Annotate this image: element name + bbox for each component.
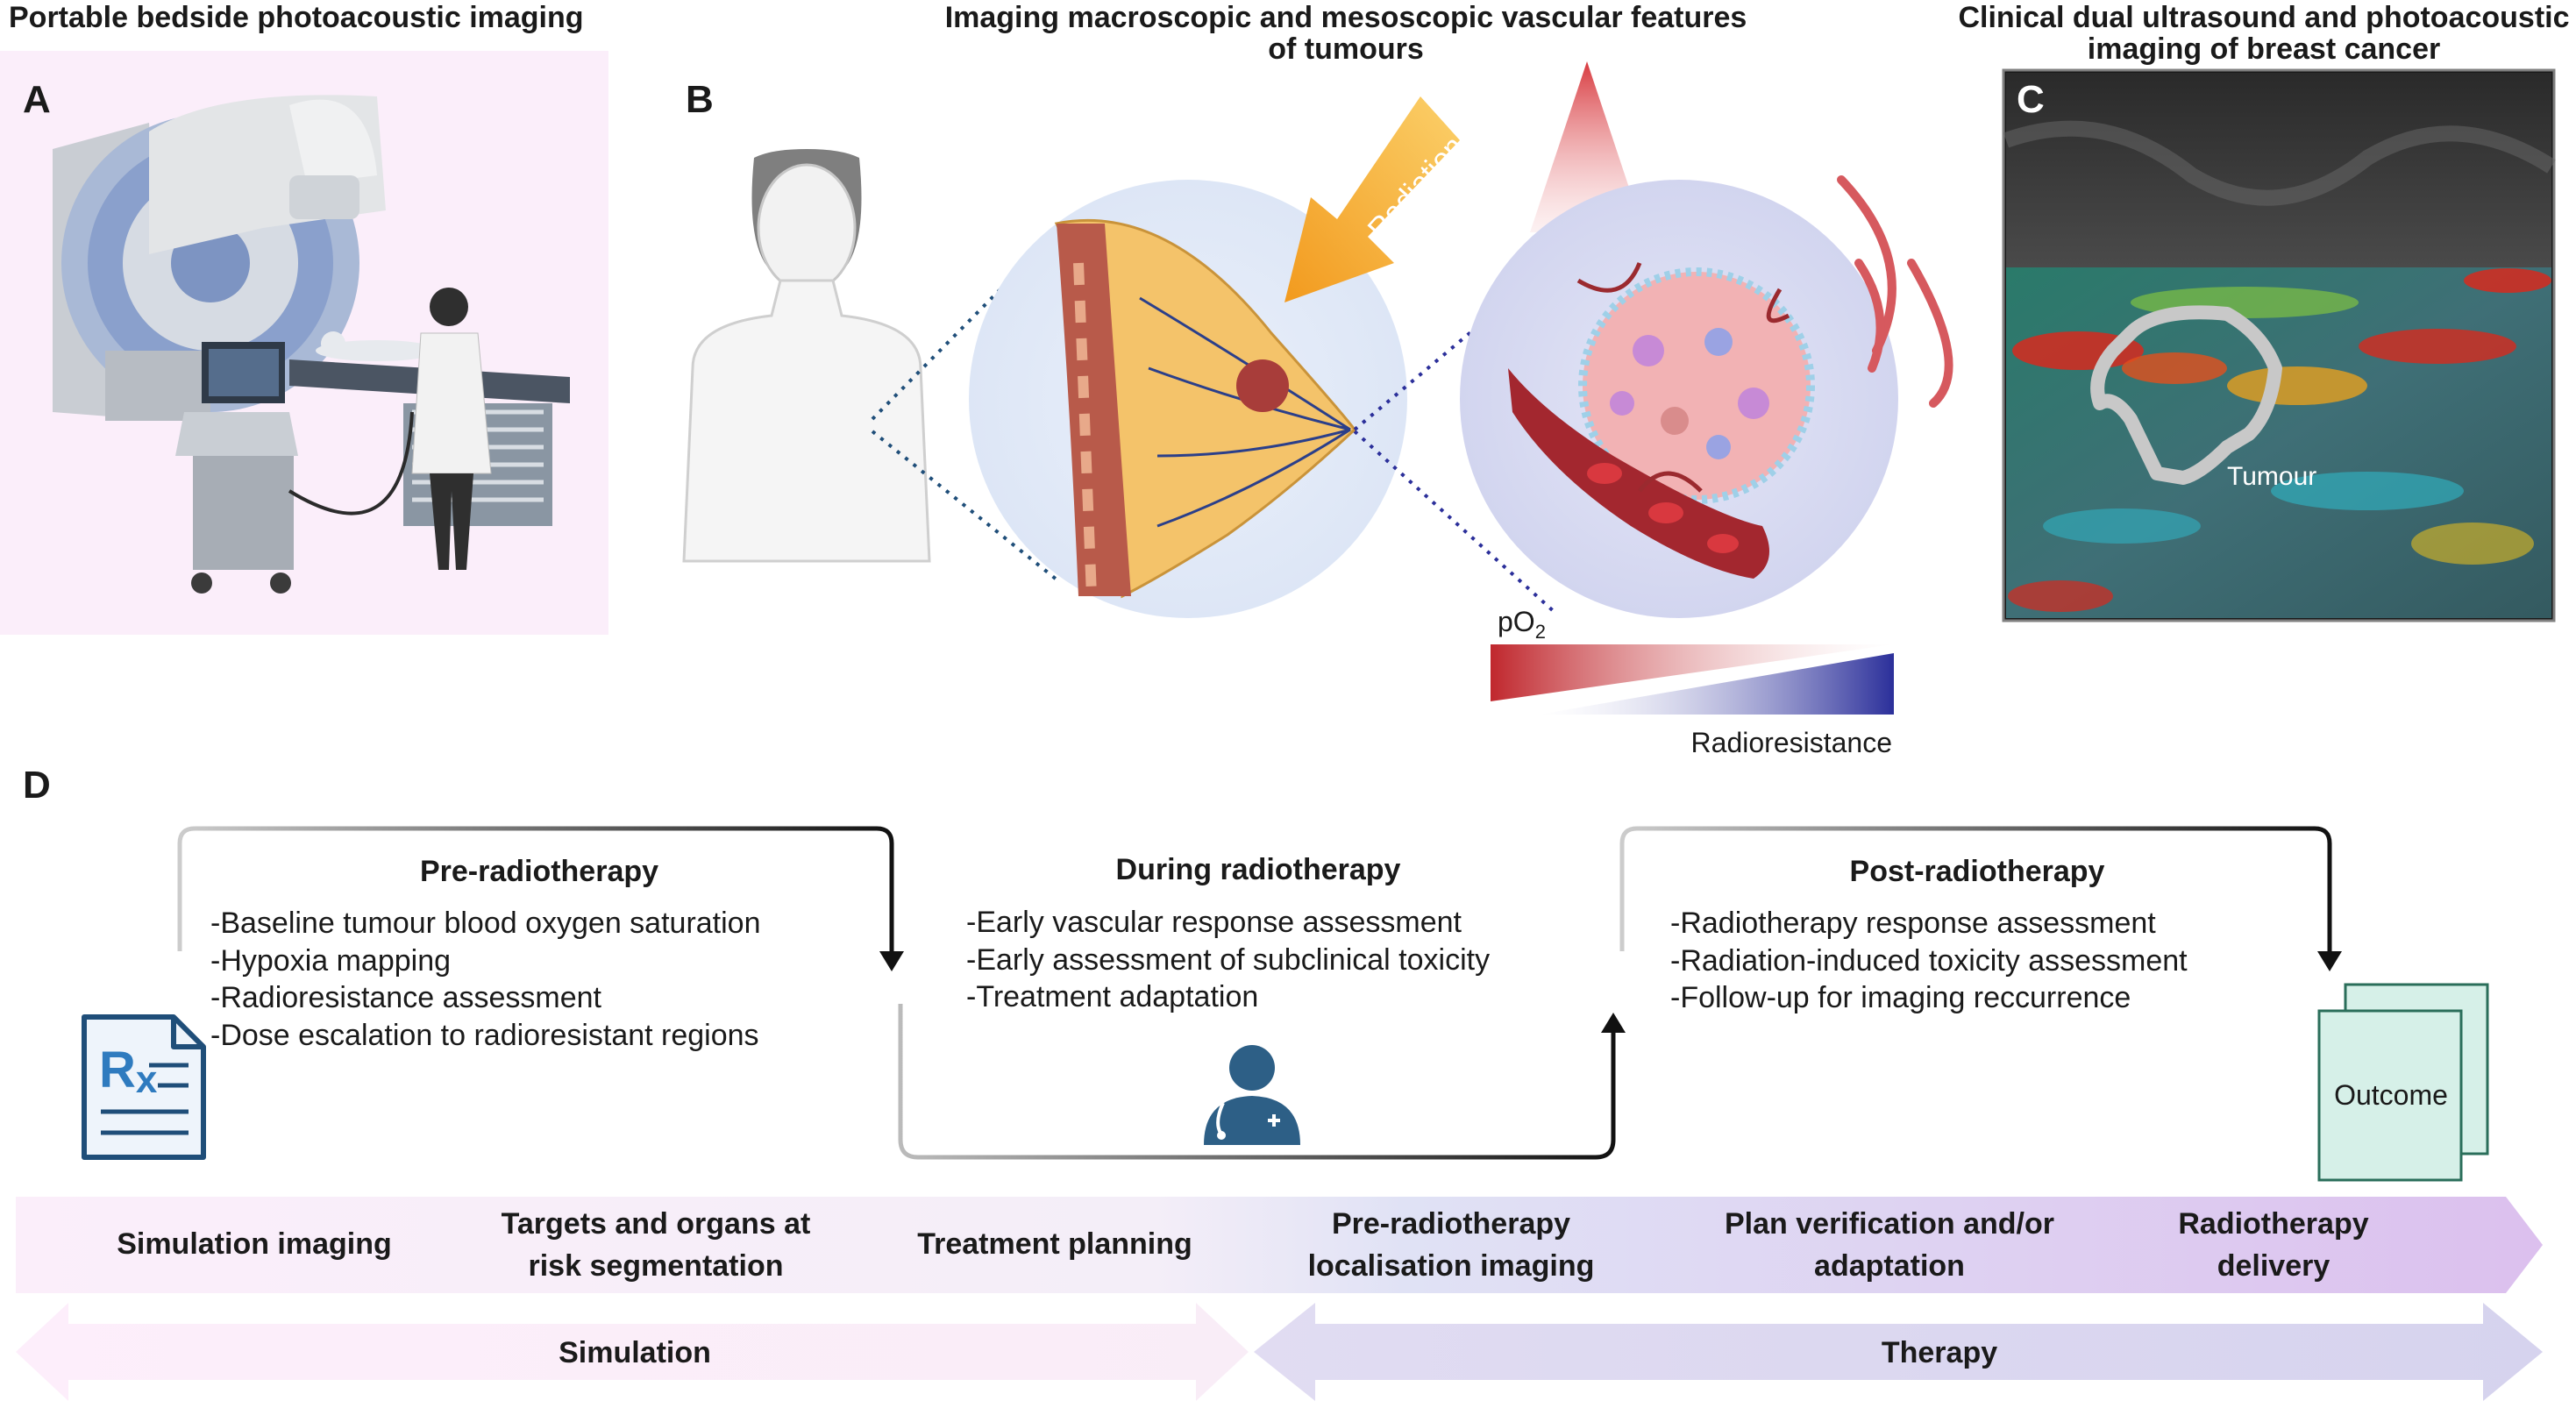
clinician-figure-illustration: [411, 288, 492, 570]
photoacoustic-signal-overlay: [2008, 268, 2551, 612]
po2-gradient-wedge: [1491, 644, 1894, 701]
workflow-step-label: localisation imaging: [1308, 1249, 1595, 1283]
panel-a: Portable bedside photoacoustic imaging A: [0, 1, 608, 635]
zoom-line-lower: [871, 430, 1063, 585]
ultrasound-region: [2006, 73, 2551, 267]
simulation-phase-arrow: [16, 1303, 1249, 1401]
workflow-step-label: Pre-radiotherapy: [1332, 1207, 1570, 1241]
during-item: -Early vascular response assessment: [966, 906, 1462, 939]
post-item: -Radiotherapy response assessment: [1670, 907, 2156, 940]
patient-torso-illustration: [682, 149, 931, 563]
tumour-outline: [2090, 305, 2282, 485]
panel-a-title: Portable bedside photoacoustic imaging: [9, 1, 584, 34]
panel-d: D Pre-radiotherapy -Baseline tumour bloo…: [16, 764, 2543, 1401]
simulation-phase-label: Simulation: [559, 1336, 711, 1369]
outcome-label: Outcome: [2334, 1079, 2448, 1111]
flow-connector-pre: [177, 826, 894, 951]
post-radiotherapy-title: Post-radiotherapy: [1850, 855, 2105, 888]
workflow-step-label: adaptation: [1814, 1249, 1965, 1283]
panel-a-letter: A: [23, 78, 51, 121]
photoacoustic-region: [2006, 267, 2551, 618]
panel-b: Imaging macroscopic and mesoscopic vascu…: [682, 1, 1953, 758]
panel-c-letter: C: [2017, 78, 2045, 121]
pre-item: -Dose escalation to radioresistant regio…: [210, 1019, 759, 1052]
workflow-step-label: Plan verification and/or: [1725, 1207, 2054, 1241]
ultrasound-cart-illustration: [175, 342, 414, 594]
radioresistance-label: Radioresistance: [1691, 727, 1892, 758]
panel-c-title-line2: imaging of breast cancer: [2088, 32, 2440, 66]
panel-c: Clinical dual ultrasound and photoacoust…: [1958, 1, 2570, 622]
flow-arrowhead-during: [1601, 1013, 1626, 1033]
post-item: -Follow-up for imaging reccurrence: [1670, 981, 2131, 1014]
panel-b-title-line2: of tumours: [1268, 32, 1424, 66]
zoom-line-tumour-upper: [1353, 314, 1492, 431]
workflow-step-label: Treatment planning: [917, 1227, 1192, 1261]
pre-item: -Hypoxia mapping: [210, 944, 451, 978]
workflow-steps: Simulation imaging Targets and organs at…: [117, 1207, 2369, 1283]
workflow-band-arrow: [16, 1197, 2543, 1293]
prescription-icon: Rx: [82, 1014, 206, 1160]
flow-connector-during: [898, 1004, 1616, 1160]
acoustic-wave-icon: [1837, 175, 1953, 408]
po2-label: pO2: [1498, 606, 1546, 643]
radioresistance-gradient-wedge: [1539, 653, 1894, 715]
during-item: -Early assessment of subclinical toxicit…: [966, 943, 1490, 977]
breast-anatomy-illustration: [1054, 219, 1357, 599]
during-radiotherapy-title: During radiotherapy: [1116, 853, 1401, 886]
workflow-step-label: delivery: [2217, 1249, 2330, 1283]
rx-symbol: Rx: [99, 1042, 158, 1101]
pre-radiotherapy-title: Pre-radiotherapy: [420, 855, 658, 888]
outcome-document-icon: Outcome: [2317, 983, 2489, 1182]
workflow-step-label: risk segmentation: [529, 1249, 784, 1283]
workflow-step-label: Radiotherapy: [2178, 1207, 2368, 1241]
panel-c-title-line1: Clinical dual ultrasound and photoacoust…: [1958, 1, 2569, 34]
panel-b-letter: B: [686, 78, 714, 121]
workflow-step-label: Targets and organs at: [502, 1207, 811, 1241]
linac-machine-illustration: [53, 95, 386, 421]
workflow-step-label: Simulation imaging: [117, 1227, 392, 1261]
flow-arrowhead-pre: [879, 951, 904, 971]
pre-item: -Baseline tumour blood oxygen saturation: [210, 907, 761, 940]
therapy-phase-arrow: [1254, 1303, 2543, 1401]
zoom-line-tumour-lower: [1353, 430, 1558, 615]
post-item: -Radiation-induced toxicity assessment: [1670, 944, 2188, 978]
tumour-microenvironment-illustration: [1508, 262, 1815, 579]
pre-item: -Radioresistance assessment: [210, 981, 602, 1014]
therapy-phase-label: Therapy: [1882, 1336, 1997, 1369]
panel-b-title-line1: Imaging macroscopic and mesoscopic vascu…: [945, 1, 1747, 34]
tumour-label: Tumour: [2227, 462, 2316, 491]
zoom-line-upper: [871, 231, 1058, 421]
flow-connector-post: [1619, 826, 2332, 951]
radiation-beam-arrow: Radiation: [1284, 96, 1470, 302]
panel-d-letter: D: [23, 764, 51, 807]
flow-arrowhead-post: [2317, 951, 2342, 971]
doctor-icon: [1204, 1045, 1300, 1145]
during-item: -Treatment adaptation: [966, 980, 1258, 1013]
